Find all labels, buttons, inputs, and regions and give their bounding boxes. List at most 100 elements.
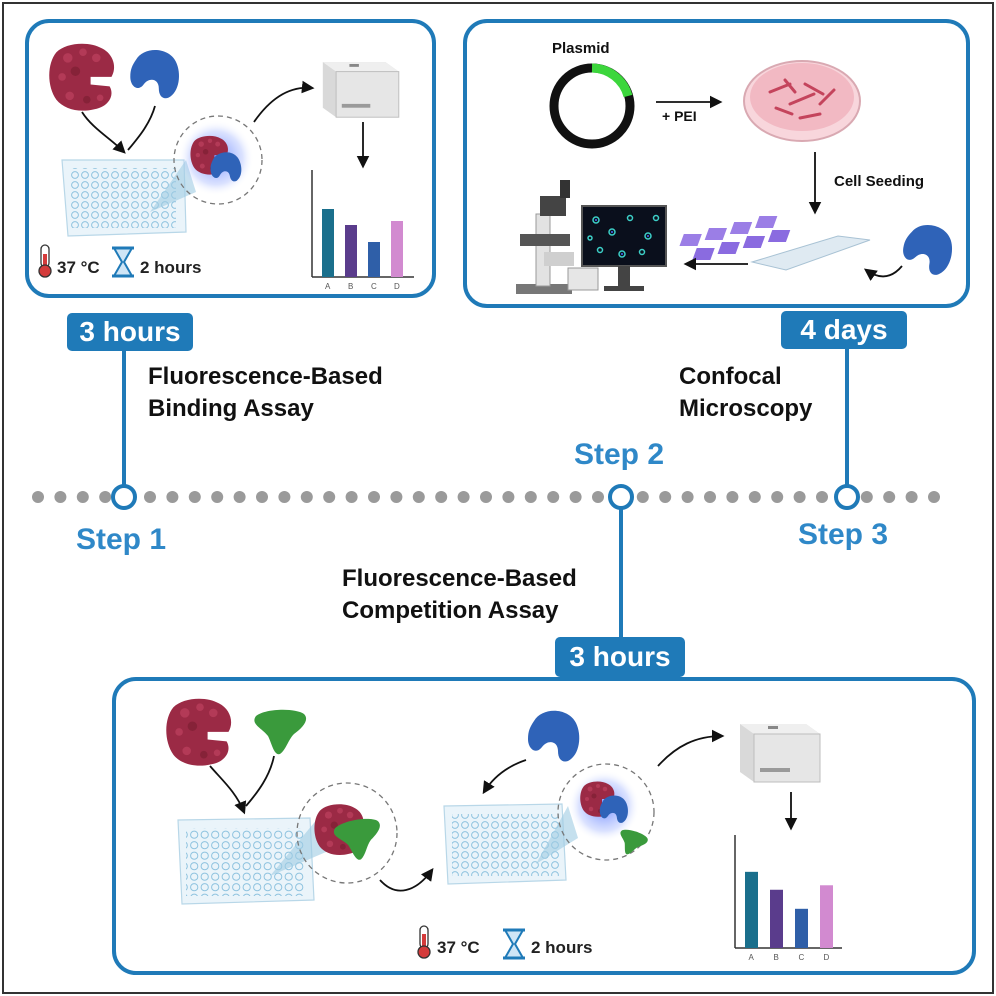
bar-label-step1-D: D	[394, 282, 400, 291]
step3-title-line1: Confocal	[679, 363, 782, 390]
green-ligand-icon	[254, 709, 307, 755]
timeline-dot	[905, 491, 918, 503]
step3-marker	[834, 484, 860, 510]
bar-label-step1-B: B	[348, 282, 354, 291]
bar-step2-D	[820, 885, 833, 948]
well-plate-icon	[443, 803, 567, 885]
timeline-dot	[928, 491, 940, 503]
timeline-dot	[502, 491, 515, 503]
protein-icon	[49, 43, 115, 111]
culture-dish-icon	[743, 60, 861, 142]
bar-label-step2-B: B	[773, 953, 779, 962]
monitor-icon	[581, 205, 667, 291]
step1-duration-badge: 3 hours	[67, 313, 193, 351]
confocal-panel	[463, 19, 970, 308]
timeline-dot	[524, 491, 537, 503]
bar-step2-A	[745, 871, 758, 948]
timeline-dot	[771, 491, 784, 503]
timeline-dot	[144, 491, 156, 503]
thermometer-icon	[38, 244, 52, 278]
bar-chart-2	[734, 835, 842, 949]
step2-title-line2: Competition Assay	[342, 597, 559, 624]
well-plate-icon	[61, 159, 187, 237]
timeline-dot	[412, 491, 425, 503]
hourglass-icon	[112, 246, 134, 278]
step3-title-line2: Microscopy	[679, 395, 813, 422]
timeline-dot	[345, 491, 358, 503]
bar-chart-1	[311, 170, 414, 278]
timeline-dot	[636, 491, 649, 503]
competition-assay-panel	[112, 677, 976, 975]
timeline-dot	[793, 491, 806, 503]
timeline-dot	[681, 491, 694, 503]
timeline-dot	[99, 491, 112, 503]
timeline-dot	[166, 491, 179, 503]
bar-step1-A	[322, 209, 334, 277]
timeline-dot	[883, 491, 896, 503]
hourglass-icon	[503, 928, 525, 960]
timeline-dot	[390, 491, 403, 503]
bar-label-step2-D: D	[823, 953, 830, 962]
step3-label: Step 3	[798, 518, 889, 551]
protein-icon	[166, 698, 232, 766]
timeline-dot	[435, 491, 448, 503]
timeline-dot	[816, 491, 828, 503]
timeline-dot	[76, 491, 89, 503]
blue-ligand-icon	[130, 50, 180, 99]
timeline-dot	[480, 491, 492, 503]
step2-label: Step 2	[574, 438, 665, 471]
timeline-dot	[54, 491, 67, 503]
step1-title-line2: Binding Assay	[148, 395, 314, 422]
chamber-slide-icon	[679, 216, 871, 271]
timeline-dot	[256, 491, 268, 503]
zoom-circle	[173, 115, 263, 205]
timeline-dot	[32, 491, 44, 503]
plate-reader-icon	[739, 723, 821, 783]
step3-duration-badge: 4 days	[781, 311, 907, 349]
zoom-circle	[296, 782, 398, 884]
timeline-dot	[704, 491, 716, 503]
bar-label-step2-A: A	[748, 953, 754, 962]
timeline-dot	[278, 491, 291, 503]
timeline-dot	[748, 491, 761, 503]
timeline-dot	[547, 491, 560, 503]
bar-step1-C	[368, 242, 380, 277]
binding-assay-panel	[25, 19, 436, 298]
microscope-icon	[516, 180, 599, 294]
timeline-dot	[592, 491, 604, 503]
plate-reader-icon	[322, 61, 400, 118]
cell-seeding-label: Cell Seeding	[834, 173, 925, 190]
step2-marker	[608, 484, 634, 510]
step2-time: 2 hours	[531, 938, 593, 957]
bar-step2-B	[770, 889, 783, 948]
bar-step1-B	[345, 225, 357, 277]
step1-time: 2 hours	[140, 258, 202, 277]
arrow-to-reader	[253, 80, 315, 123]
plasmid-icon	[549, 63, 635, 149]
bar-label-step1-A: A	[325, 282, 331, 291]
step2-title-line1: Fluorescence-Based	[342, 565, 577, 592]
bar-step1-D	[391, 221, 403, 277]
step1-title-line1: Fluorescence-Based	[148, 363, 383, 390]
timeline-dot	[860, 491, 873, 503]
step2-temperature: 37 °C	[437, 938, 480, 957]
bar-label-step1-C: C	[371, 282, 377, 291]
timeline-dot	[659, 491, 672, 503]
timeline-dot	[368, 491, 380, 503]
plasmid-label: Plasmid	[552, 40, 610, 57]
timeline-dot	[233, 491, 246, 503]
bar-step2-C	[795, 908, 808, 948]
timeline	[32, 491, 940, 503]
step1-marker	[111, 484, 137, 510]
zoom-circle	[557, 763, 655, 861]
thermometer-icon	[417, 925, 431, 959]
timeline-dot	[188, 491, 201, 503]
bar-label-step2-C: C	[798, 953, 805, 962]
timeline-dot	[323, 491, 336, 503]
step1-label: Step 1	[76, 523, 167, 556]
timeline-dot	[211, 491, 224, 503]
step1-temperature: 37 °C	[57, 258, 100, 277]
